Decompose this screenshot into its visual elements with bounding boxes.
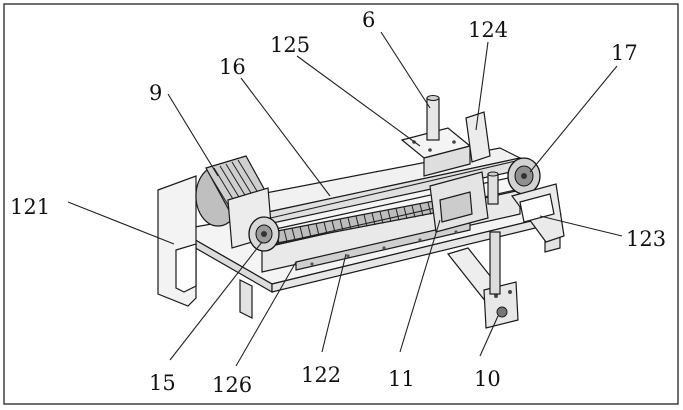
top-plate-face (423, 145, 471, 177)
part-labels: 6 124 125 17 16 9 121 123 15 126 122 11 … (10, 8, 666, 397)
left-end-plate-notch (175, 243, 197, 293)
leader-17 (529, 65, 618, 173)
lower-mount-block-10 (483, 281, 519, 329)
leader-16 (240, 77, 331, 197)
mount-block-bolt-a (494, 294, 498, 298)
left-pulley-15 (248, 216, 280, 252)
vertical-shaft-lower (489, 231, 501, 295)
right-end-bracket-slot (519, 193, 555, 223)
leader-126 (235, 261, 297, 367)
leader-124 (475, 41, 489, 131)
label-9: 9 (149, 81, 162, 105)
label-125: 125 (270, 33, 310, 57)
carriage-post (487, 171, 499, 205)
label-6: 6 (362, 8, 375, 32)
label-11: 11 (388, 367, 415, 391)
leader-125 (296, 55, 421, 147)
label-123: 123 (626, 227, 666, 251)
leader-122 (321, 253, 347, 353)
mount-block-hole (496, 306, 508, 318)
label-17: 17 (611, 41, 638, 65)
label-124: 124 (468, 18, 508, 42)
label-126: 126 (212, 373, 252, 397)
machine (157, 95, 565, 329)
leader-9 (167, 93, 219, 177)
motor-fins (207, 159, 261, 209)
leader-123 (539, 215, 623, 237)
motor-9 (195, 155, 273, 249)
leader-6 (380, 31, 431, 109)
leader-10 (479, 315, 499, 357)
leader-15 (169, 241, 263, 361)
drawing-border (3, 3, 679, 405)
vertical-shaft-6 (426, 95, 440, 141)
carriage-slider (439, 191, 473, 223)
mount-block-bolt-b (508, 290, 512, 294)
label-10: 10 (474, 367, 501, 391)
leader-lines (67, 31, 623, 367)
leader-11 (399, 219, 441, 353)
leg-front (239, 279, 253, 319)
rail-bolts (310, 230, 458, 266)
label-122: 122 (301, 363, 341, 387)
label-16: 16 (219, 55, 246, 79)
label-15: 15 (149, 371, 176, 395)
label-121: 121 (10, 195, 50, 219)
linear-rail-122 (295, 221, 471, 271)
leader-121 (67, 201, 175, 245)
right-pulley-17 (507, 157, 541, 195)
